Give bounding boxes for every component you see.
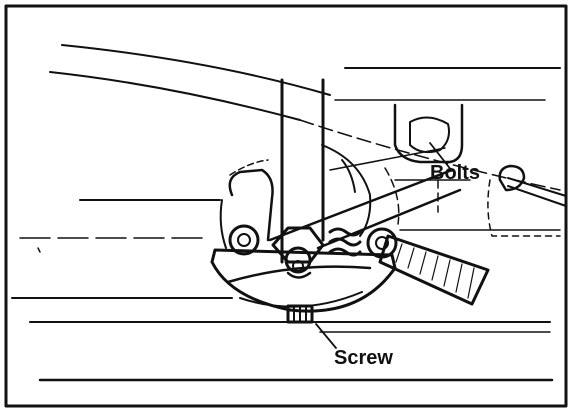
housing-right-inner <box>341 159 356 193</box>
housing-right-curve <box>321 144 372 237</box>
paddle-handle <box>378 234 490 306</box>
adjusting-screw <box>286 304 314 324</box>
screw-callout: Screw <box>334 347 393 369</box>
spring-coil <box>328 227 362 257</box>
bolts-callout: Bolts <box>430 162 480 184</box>
bolts-leader-line <box>429 142 453 172</box>
regulator-arc-inner <box>226 265 372 284</box>
stray-mark <box>37 247 41 253</box>
latch-dashed-outline <box>487 179 561 237</box>
upper-bracket-bolt <box>409 116 450 154</box>
arm-top-line <box>329 147 446 171</box>
housing-right-dashed <box>384 167 400 225</box>
frame-border <box>4 4 568 408</box>
upper-bracket <box>393 103 464 164</box>
left-bolt <box>228 224 260 256</box>
housing-left-edge <box>219 199 227 249</box>
glass-curve-upper <box>61 44 331 96</box>
latch-rod-top <box>507 177 567 197</box>
glass-curve-lower <box>49 71 301 121</box>
housing-left-wall <box>228 168 274 242</box>
regulator-base-plate <box>210 248 397 313</box>
paddle-hatching <box>395 243 475 299</box>
center-pivot-nut <box>271 226 325 279</box>
latch-rod-bottom <box>507 185 567 207</box>
screw-leader-line <box>315 323 337 349</box>
right-bolt <box>366 227 398 259</box>
housing-left-dashed <box>229 159 269 176</box>
